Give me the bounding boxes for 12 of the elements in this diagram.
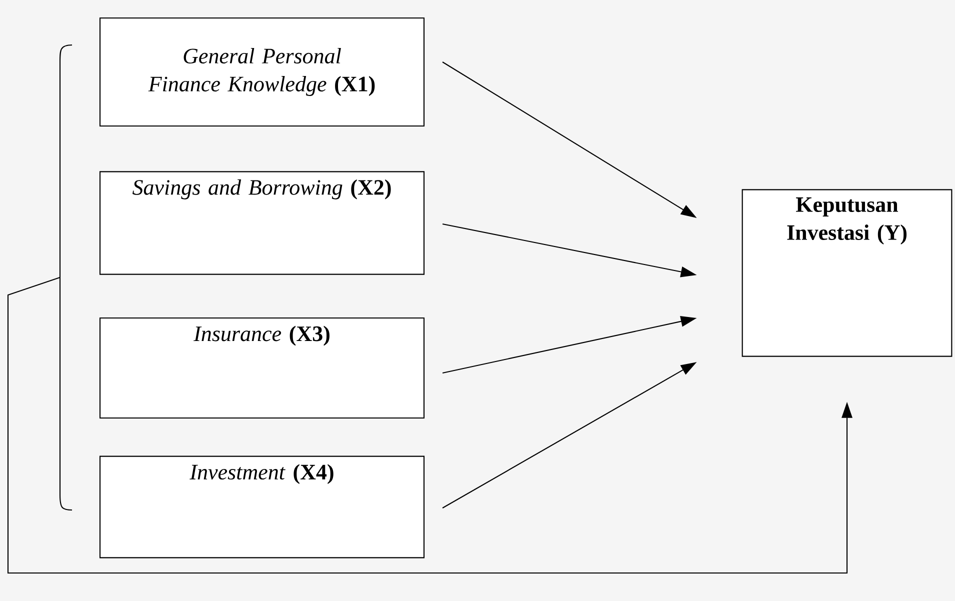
arrow <box>7 277 852 574</box>
node-label: General Personal Finance Knowledge (X1) <box>148 48 375 96</box>
variable-box <box>99 456 425 558</box>
node-label: Investment (X4) <box>190 464 334 484</box>
bracket <box>59 44 72 511</box>
variable-box <box>99 317 425 419</box>
variable-box <box>99 17 425 127</box>
variable-box <box>742 189 952 357</box>
node-label: Keputusan Investasi (Y) <box>787 197 907 244</box>
node-label: Insurance (X3) <box>193 326 330 346</box>
variable-box <box>99 171 425 275</box>
node-label: Savings and Borrowing (X2) <box>132 179 391 200</box>
